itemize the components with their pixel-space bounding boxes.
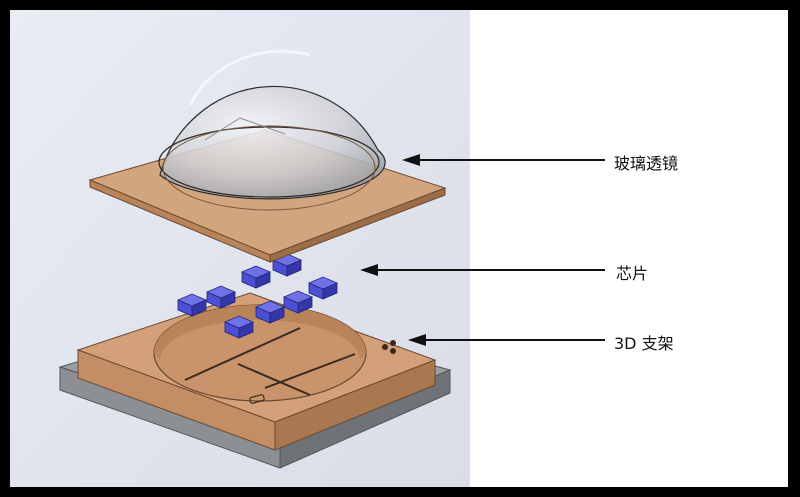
chip — [240, 265, 272, 289]
chip-arrow — [360, 264, 605, 276]
chips — [176, 253, 339, 339]
cavity-line — [264, 353, 356, 389]
cavity-line — [237, 363, 311, 396]
chip — [282, 290, 314, 314]
lens-label: 玻璃透镜 — [614, 154, 679, 173]
lens-dome — [159, 85, 386, 200]
bracket-right — [274, 359, 436, 451]
bracket-slot — [249, 394, 265, 404]
bracket-arrow — [408, 334, 605, 346]
glass-lens — [88, 49, 447, 263]
chip-label: 芯片 — [616, 264, 649, 283]
dome-highlight — [188, 49, 311, 106]
lens-plate-right — [269, 187, 446, 263]
chip — [223, 315, 255, 339]
chip — [205, 285, 237, 309]
dome-inner-line — [204, 117, 286, 141]
dome-base-ring — [162, 125, 376, 211]
lens-arrow — [402, 154, 605, 166]
cavity-line — [184, 327, 301, 381]
bracket — [58, 292, 452, 469]
cavity-wall — [154, 305, 366, 360]
chip — [176, 293, 208, 317]
chip — [307, 276, 339, 300]
chip — [254, 300, 286, 324]
diagram-frame: 玻璃透镜 芯片 3D 支架 — [10, 10, 788, 487]
bracket-label: 3D 支架 — [614, 334, 674, 353]
dome-rim — [158, 126, 380, 198]
led-exploded-diagram — [10, 10, 605, 487]
polarity-mark-icon — [382, 340, 396, 354]
